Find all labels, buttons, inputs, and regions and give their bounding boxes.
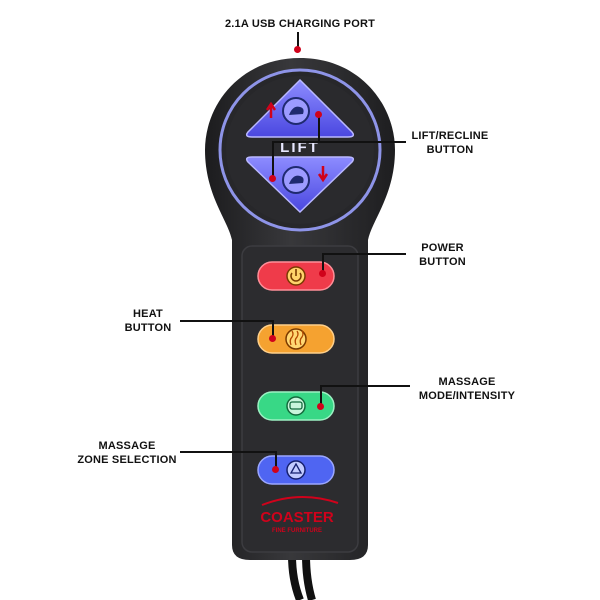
- zone-leader-h: [180, 451, 276, 453]
- lift-down-dot: [269, 175, 276, 182]
- brand-logo-text: COASTER: [260, 509, 334, 526]
- massage-zone-label: MASSAGE ZONE SELECTION: [72, 439, 182, 467]
- usb-callout-dot: [294, 46, 301, 53]
- power-leader-h: [322, 253, 406, 255]
- lift-up-dot: [315, 111, 322, 118]
- heat-leader-v: [272, 320, 274, 338]
- zone-callout-dot: [272, 466, 279, 473]
- heat-leader-h: [180, 320, 273, 322]
- power-callout-dot: [319, 270, 326, 277]
- turtle-up-icon: [265, 97, 310, 125]
- lift-label: LIFT: [280, 139, 320, 156]
- lift-recline-line2: BUTTON: [426, 144, 474, 156]
- usb-port-label: 2.1A USB CHARGING PORT: [205, 17, 395, 31]
- massage-callout-dot: [317, 403, 324, 410]
- power-line2: BUTTON: [419, 256, 466, 268]
- massage-mode-line1: MASSAGE: [438, 376, 496, 388]
- massage-zone-line2: ZONE SELECTION: [77, 454, 177, 466]
- power-line1: POWER: [421, 242, 464, 254]
- brand-subtitle: FINE FURNITURE: [272, 528, 322, 534]
- massage-leader-v: [320, 385, 322, 405]
- massage-leader-h: [320, 385, 410, 387]
- lift-leader-down: [272, 141, 274, 178]
- power-label: POWER BUTTON: [405, 241, 480, 269]
- heat-line2: BUTTON: [124, 322, 172, 334]
- recycle-zone-icon: [286, 460, 306, 480]
- heat-waves-icon: [285, 328, 307, 350]
- heat-line1: HEAT: [133, 308, 163, 320]
- usb-port-text: 2.1A USB CHARGING PORT: [224, 18, 376, 30]
- power-icon: [286, 266, 306, 286]
- massage-zone-line1: MASSAGE: [98, 440, 156, 452]
- lift-leader-up: [318, 116, 320, 142]
- massage-icon: [286, 396, 306, 416]
- massage-mode-line2: MODE/INTENSITY: [418, 390, 516, 402]
- lift-leader-h: [272, 141, 406, 143]
- lift-recline-label: LIFT/RECLINE BUTTON: [405, 129, 495, 157]
- lift-recline-line1: LIFT/RECLINE: [411, 130, 489, 142]
- usb-leader-line: [297, 32, 299, 48]
- power-leader-v: [322, 253, 324, 273]
- heat-callout-dot: [269, 335, 276, 342]
- massage-mode-label: MASSAGE MODE/INTENSITY: [412, 375, 522, 403]
- zone-leader-v: [275, 451, 277, 469]
- heat-label: HEAT BUTTON: [108, 307, 188, 335]
- turtle-down-icon: [282, 166, 329, 194]
